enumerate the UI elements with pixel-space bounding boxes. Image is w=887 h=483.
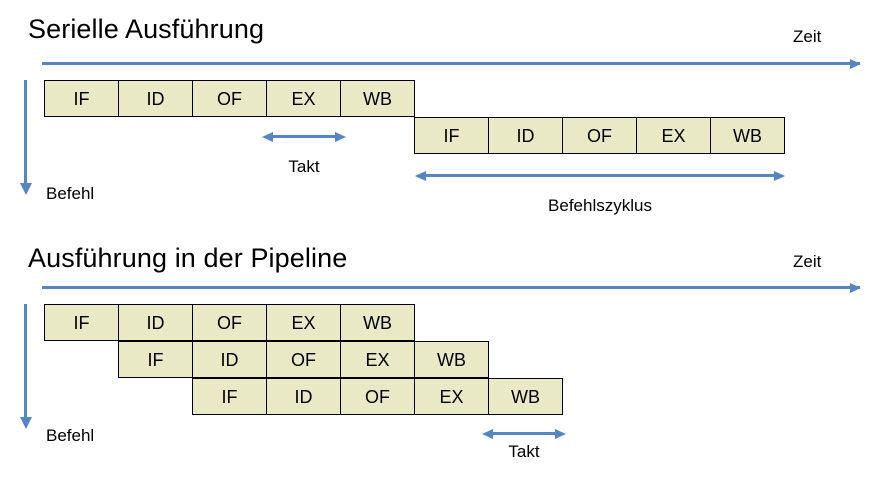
stage-cell-if: IF [414, 117, 489, 154]
instruction-axis-arrow-pipeline [19, 304, 32, 429]
instruction-axis-arrow-serial [19, 80, 32, 195]
stage-cell-wb: WB [340, 80, 415, 117]
stage-cell-ex: EX [266, 304, 341, 341]
arrow-head-right-icon [555, 428, 566, 439]
stage-cell-of: OF [192, 80, 267, 117]
stage-cell-id: ID [266, 378, 341, 415]
arrow-head-down-icon [19, 183, 32, 195]
stage-cell-wb: WB [414, 341, 489, 378]
arrow-head-left-icon [482, 428, 493, 439]
stage-cell-of: OF [266, 341, 341, 378]
instruction-axis-label-serial: Befehl [46, 184, 95, 203]
stage-cell-id: ID [118, 80, 193, 117]
stage-cell-of: OF [562, 117, 637, 154]
stage-cell-ex: EX [266, 80, 341, 117]
stage-cell-ex: EX [414, 378, 489, 415]
time-axis-label-pipeline: Zeit [793, 252, 822, 271]
page-title-pipeline: Ausführung in der Pipeline [28, 243, 348, 273]
clock-measure-label-serial: Takt [288, 157, 320, 176]
arrow-head-left-icon [415, 170, 426, 181]
stage-cell-of: OF [340, 378, 415, 415]
instruction-axis-label-pipeline: Befehl [46, 426, 95, 445]
stage-cell-wb: WB [340, 304, 415, 341]
clock-measure-arrow-serial [262, 131, 346, 142]
stage-cell-ex: EX [636, 117, 711, 154]
arrow-head-right-icon [850, 282, 861, 293]
page-title-serial: Serielle Ausführung [28, 14, 265, 44]
clock-measure-arrow-pipeline [482, 428, 566, 439]
stage-cell-wb: WB [488, 378, 563, 415]
arrow-head-right-icon [850, 58, 861, 69]
time-axis-arrow-serial [42, 58, 861, 69]
stage-cell-wb: WB [710, 117, 785, 154]
time-axis-label-serial: Zeit [793, 27, 822, 46]
arrow-head-down-icon [19, 417, 32, 429]
stage-cell-if: IF [44, 80, 119, 117]
stage-cell-if: IF [44, 304, 119, 341]
stage-cell-id: ID [192, 341, 267, 378]
arrow-head-left-icon [262, 131, 273, 142]
stage-cell-if: IF [192, 378, 267, 415]
arrow-head-right-icon [774, 170, 785, 181]
stage-cell-id: ID [118, 304, 193, 341]
instruction-cycle-measure-arrow [415, 170, 785, 181]
stage-cell-id: ID [488, 117, 563, 154]
time-axis-arrow-pipeline [42, 282, 861, 293]
arrow-head-right-icon [335, 131, 346, 142]
instruction-cycle-measure-label: Befehlszyklus [548, 196, 652, 215]
stage-cell-of: OF [192, 304, 267, 341]
stage-cell-ex: EX [340, 341, 415, 378]
stage-cell-if: IF [118, 341, 193, 378]
clock-measure-label-pipeline: Takt [508, 442, 540, 461]
